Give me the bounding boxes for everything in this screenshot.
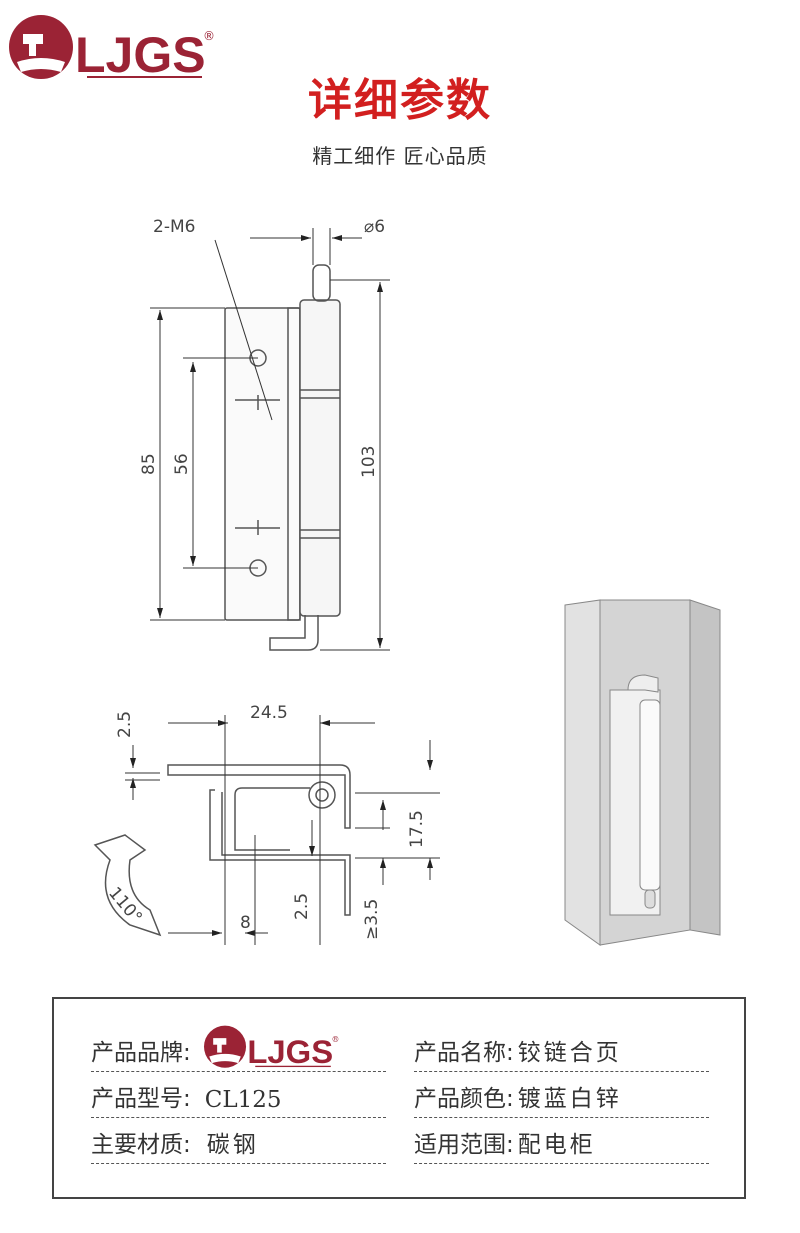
spec-material: 主要材质: 碳钢 bbox=[91, 1124, 386, 1164]
hinge-3d-render bbox=[564, 599, 721, 946]
spec-model: 产品型号: CL125 bbox=[91, 1078, 386, 1118]
spec-brand: 产品品牌: LJGS ® bbox=[91, 1025, 386, 1072]
spec-label: 主要材质: bbox=[91, 1132, 191, 1158]
spec-value: CL125 bbox=[204, 1087, 282, 1113]
top-view-dimensions bbox=[125, 715, 440, 945]
spec-color: 产品颜色:镀蓝白锌 bbox=[414, 1078, 709, 1118]
spec-name: 产品名称:铰链合页 bbox=[414, 1029, 709, 1072]
spec-label: 产品颜色: bbox=[414, 1086, 514, 1112]
page-title: 详细参数 bbox=[308, 75, 492, 126]
dim-offset: 8 bbox=[240, 913, 251, 933]
dim-plate-offset: 2.5 bbox=[115, 711, 135, 738]
spec-value: 铰链合页 bbox=[517, 1040, 622, 1066]
spec-application: 适用范围:配电柜 bbox=[414, 1124, 709, 1164]
spec-label: 产品品牌: bbox=[91, 1040, 191, 1066]
dim-min-thickness: ≥3.5 bbox=[362, 899, 382, 940]
front-view-dimensions bbox=[150, 228, 390, 651]
spec-brand-logo: LJGS ® bbox=[203, 1025, 339, 1070]
dim-hole-span: 85 bbox=[139, 453, 159, 475]
dim-slot-span: 56 bbox=[172, 453, 192, 475]
spec-brand-logo-text: LJGS bbox=[247, 1033, 333, 1070]
spec-value: 碳钢 bbox=[206, 1132, 259, 1158]
dim-overall-height: 103 bbox=[359, 446, 379, 478]
svg-text:®: ® bbox=[331, 1035, 339, 1044]
registered-mark: ® bbox=[203, 29, 215, 43]
spec-table: 产品品牌: LJGS ® 产品名称:铰链合页 产品型号: CL125 产品颜色:镀… bbox=[52, 997, 746, 1199]
top-view bbox=[93, 764, 351, 937]
spec-label: 适用范围: bbox=[414, 1132, 514, 1158]
spec-value: 镀蓝白锌 bbox=[517, 1086, 622, 1112]
technical-drawing: 2-M6 ⌀6 85 56 103 24.5 2.5 17.5 2.5 ≥3.5… bbox=[93, 217, 721, 946]
dim-holes: 2-M6 bbox=[153, 217, 195, 237]
dim-width: 24.5 bbox=[250, 703, 288, 723]
spec-value: 配电柜 bbox=[517, 1132, 596, 1158]
spec-label: 产品型号: bbox=[91, 1086, 191, 1112]
brand-logo-text: LJGS bbox=[75, 27, 206, 83]
spec-label: 产品名称: bbox=[414, 1040, 514, 1066]
page-subtitle: 精工细作 匠心品质 bbox=[312, 144, 488, 168]
dim-pin-diameter: ⌀6 bbox=[364, 217, 385, 237]
front-view bbox=[224, 264, 341, 651]
dim-depth: 17.5 bbox=[407, 810, 427, 848]
dim-gap: 2.5 bbox=[292, 893, 312, 920]
brand-logo: LJGS ® bbox=[5, 14, 220, 84]
